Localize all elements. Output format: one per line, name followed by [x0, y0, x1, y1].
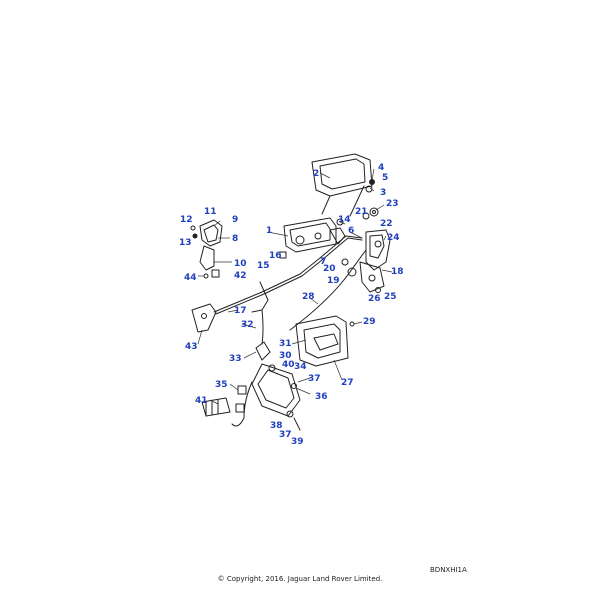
part-clips-mid	[341, 258, 357, 277]
callout-38: 38	[270, 421, 283, 431]
callout-15: 15	[257, 261, 270, 271]
part-door-handle-assembly	[283, 217, 346, 253]
callout-44: 44	[184, 273, 197, 283]
callout-2: 2	[313, 169, 319, 179]
callout-4: 4	[378, 163, 384, 173]
callout-21: 21	[355, 207, 368, 217]
callout-11: 11	[204, 207, 217, 217]
leader-lines	[197, 168, 393, 405]
callout-40: 40	[282, 360, 295, 370]
part-cable-lever	[255, 309, 271, 361]
part-clips-latch-lower	[375, 287, 381, 293]
callout-36: 36	[315, 392, 328, 402]
part-wiring-harness	[201, 381, 253, 427]
callout-42: 42	[234, 271, 247, 281]
callout-22: 22	[380, 219, 393, 229]
callout-12: 12	[180, 215, 193, 225]
callout-5: 5	[382, 173, 388, 183]
part-exterior-handle-housing	[311, 153, 373, 217]
callout-6: 6	[348, 226, 354, 236]
callout-43: 43	[185, 342, 198, 352]
callout-24: 24	[387, 233, 400, 243]
callout-27: 27	[341, 378, 354, 388]
callout-30: 30	[279, 351, 292, 361]
callout-34: 34	[294, 362, 307, 372]
copyright-notice: © Copyright, 2016. Jaguar Land Rover Lim…	[217, 575, 383, 583]
part-lower-bracket	[191, 303, 217, 333]
callout-1: 1	[266, 226, 272, 236]
part-clips-upper-right	[336, 207, 379, 226]
callout-35: 35	[215, 380, 228, 390]
part-operating-rods	[213, 235, 363, 315]
part-screws-lower	[286, 410, 301, 431]
callout-14: 14	[338, 215, 351, 225]
callout-28: 28	[302, 292, 315, 302]
callout-13: 13	[179, 238, 192, 248]
part-lock-actuator	[251, 363, 301, 417]
diagram-reference-code: BDNXHI1A	[430, 566, 467, 574]
callout-7: 7	[320, 257, 326, 267]
callout-39: 39	[291, 437, 304, 447]
part-lock-housing	[190, 219, 223, 271]
callout-17: 17	[234, 306, 247, 316]
callout-31: 31	[279, 339, 292, 349]
callout-9: 9	[232, 215, 238, 225]
part-door-latch	[359, 229, 391, 293]
part-rod-clip	[279, 251, 287, 259]
callout-8: 8	[232, 234, 238, 244]
callout-18: 18	[391, 267, 404, 277]
callout-33: 33	[229, 354, 242, 364]
callout-labels: 1 2 3 4 5 6 7 8 9 10 11 12 13 14 15 16 1…	[179, 163, 404, 447]
callout-16: 16	[269, 251, 282, 261]
callout-29: 29	[363, 317, 376, 327]
part-interior-handle	[295, 315, 355, 367]
callout-19: 19	[327, 276, 340, 286]
callout-41: 41	[195, 396, 208, 406]
callout-32: 32	[241, 320, 254, 330]
callout-37b: 37	[279, 430, 292, 440]
part-release-cable	[289, 249, 367, 331]
callout-37a: 37	[308, 374, 321, 384]
callout-3: 3	[380, 188, 386, 198]
callout-25: 25	[384, 292, 397, 302]
callout-23: 23	[386, 199, 399, 209]
part-clips-left	[203, 269, 220, 279]
callout-26: 26	[368, 294, 381, 304]
callout-10: 10	[234, 259, 247, 269]
callout-20: 20	[323, 264, 336, 274]
